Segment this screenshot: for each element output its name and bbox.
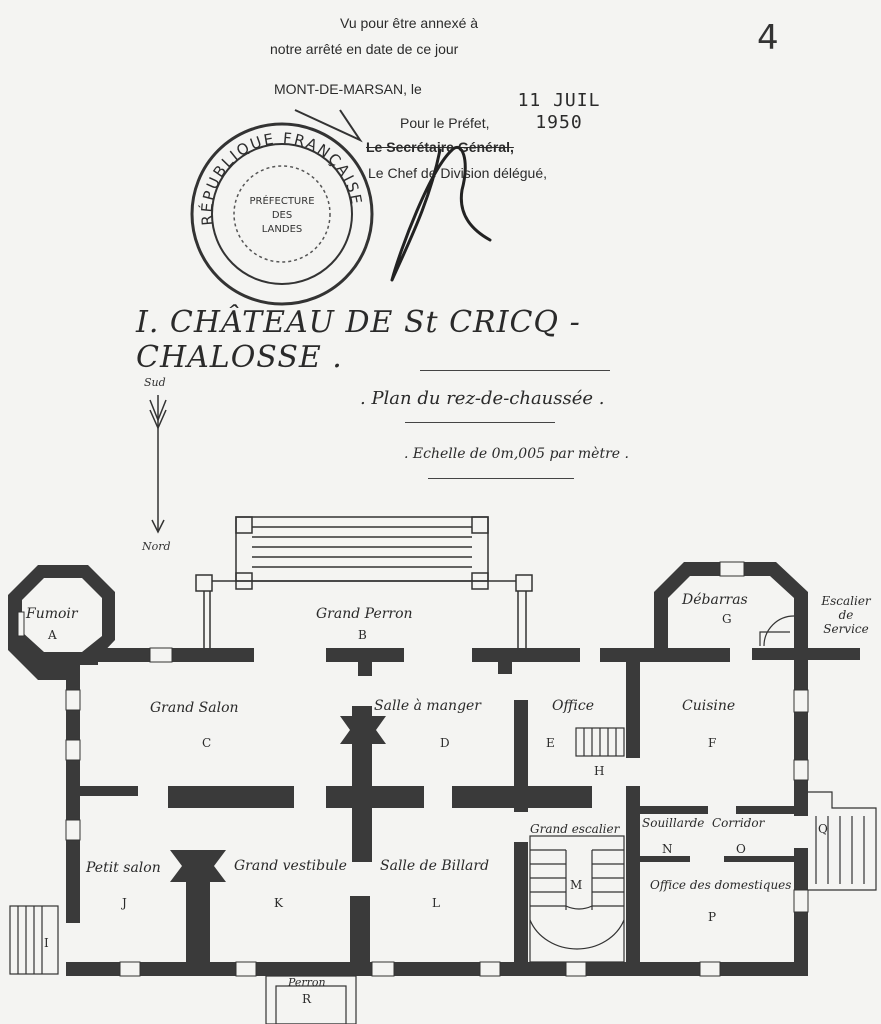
room-name-corridor: Corridor: [712, 816, 765, 830]
room-letter-n: N: [662, 842, 673, 856]
room-letter-p: P: [708, 910, 717, 924]
room-name-cuisine: Cuisine: [682, 698, 736, 714]
room-name-petit-salon: Petit salon: [86, 860, 161, 876]
compass-north-label: Nord: [142, 540, 171, 553]
room-letter-d: D: [440, 736, 450, 750]
plan-title: I. CHÂTEAU DE St CRICQ - CHALOSSE .: [136, 305, 581, 375]
room-name-grand-salon: Grand Salon: [150, 700, 239, 716]
interior-walls: [80, 648, 794, 966]
compass-south-label: Sud: [144, 376, 166, 389]
room-name-grand-perron: Grand Perron: [316, 606, 413, 622]
stamp-line-6: Le Chef de Division délégué,: [368, 165, 548, 181]
scale-rule: [428, 478, 574, 479]
stamp-line-2: notre arrêté en date de ce jour: [270, 41, 459, 57]
room-name-debarras: Débarras: [682, 592, 748, 608]
stamp-line-3: MONT-DE-MARSAN, le: [274, 81, 422, 97]
room-letter-b: B: [358, 628, 367, 642]
stamp-line-1: Vu pour être annexé à: [340, 15, 479, 31]
stamp-line-4: Pour le Préfet,: [400, 115, 490, 131]
stamp-line-5: Le Secrétaire Général,: [366, 139, 514, 155]
seal-inner-3: LANDES: [262, 224, 303, 235]
room-letter-r: R: [302, 992, 312, 1006]
room-name-salle-a-manger: Salle à manger: [374, 698, 482, 714]
room-letter-o: O: [736, 842, 746, 856]
plan-scale: . Echelle de 0m,005 par mètre .: [404, 446, 629, 462]
stamp-date: 11 JUIL 1950: [517, 90, 601, 133]
room-name-escalier-service: Escalier de Service: [821, 594, 871, 636]
service-stairs: [575, 615, 795, 757]
signature: [390, 146, 492, 282]
room-name-souillarde: Souillarde: [642, 816, 705, 830]
subtitle-rule: [405, 422, 555, 423]
plan-subtitle: . Plan du rez-de-chaussée .: [360, 388, 605, 409]
room-letter-g: G: [722, 612, 732, 626]
room-letter-k: K: [274, 896, 283, 910]
room-name-office: Office: [552, 698, 594, 714]
room-name-grand-escalier: Grand escalier: [530, 822, 620, 836]
room-letter-f: F: [708, 736, 717, 750]
windows: [17, 561, 809, 977]
title-rule: [420, 370, 610, 371]
room-letter-j: J: [122, 896, 127, 910]
room-letter-a: A: [48, 628, 57, 642]
room-letter-m: M: [570, 878, 583, 892]
room-name-salle-de-billard: Salle de Billard: [380, 858, 490, 874]
room-name-office-domestiques: Office des domestiques: [650, 878, 792, 892]
grand-escalier-stairs: [529, 835, 625, 963]
exterior-walls: [8, 562, 860, 976]
side-steps: [9, 791, 877, 1024]
room-letter-i: I: [44, 936, 49, 950]
room-name-grand-vestibule: Grand vestibule: [234, 858, 347, 874]
seal-inner-1: PRÉFECTURE: [249, 194, 314, 207]
grand-perron-steps: [195, 516, 533, 648]
room-letter-e: E: [546, 736, 555, 750]
compass-arrow-icon: [149, 395, 167, 534]
page-number: 4: [757, 18, 779, 58]
seal-inner-2: DES: [272, 210, 292, 221]
room-name-perron: Perron: [288, 976, 326, 989]
room-letter-l: L: [432, 896, 440, 910]
room-name-fumoir: Fumoir: [26, 606, 78, 622]
room-letter-q: Q: [818, 822, 828, 836]
room-letter-h: H: [594, 764, 605, 778]
room-letter-c: C: [202, 736, 212, 750]
